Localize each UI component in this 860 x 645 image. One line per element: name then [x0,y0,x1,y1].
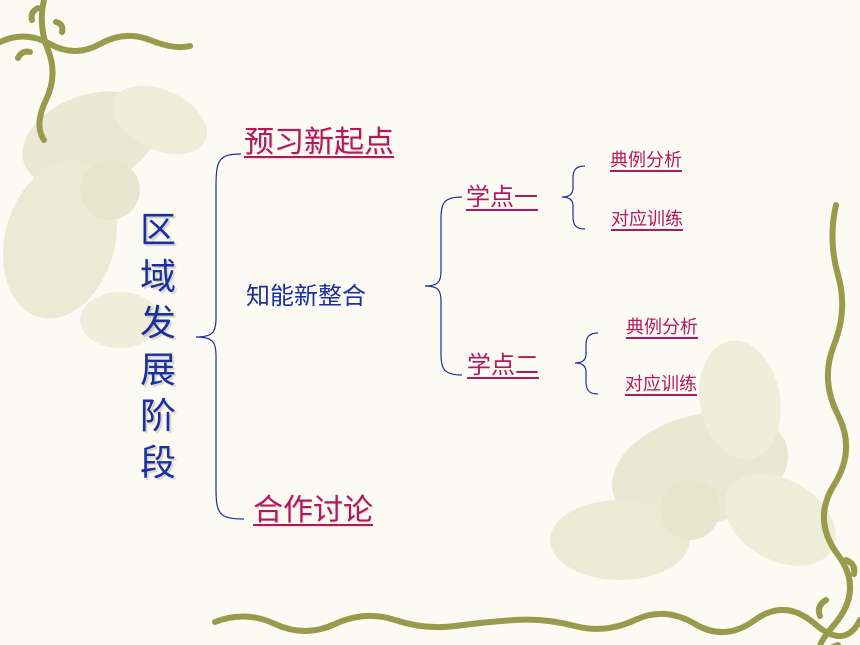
brace-point-two [574,332,599,395]
link-point-one-practice[interactable]: 对应训练 [611,209,683,230]
link-point-one[interactable]: 学点一 [466,183,538,211]
brace-integration [424,196,463,376]
link-point-two-example-analysis[interactable]: 典例分析 [626,317,698,338]
faded-flower-bottom-right [550,340,836,580]
link-preview-starting-point[interactable]: 预习新起点 [244,125,394,160]
link-cooperative-discussion[interactable]: 合作讨论 [253,493,373,528]
brace-point-one [561,165,586,230]
link-point-two-practice[interactable]: 对应训练 [625,374,697,395]
link-point-two[interactable]: 学点二 [467,351,539,379]
section-integration-label: 知能新整合 [246,282,366,310]
faded-flower-top-left [2,85,208,348]
link-point-one-example-analysis[interactable]: 典例分析 [610,150,682,171]
brace-main [195,153,245,520]
slide-title: 区域发展阶段 [139,210,176,484]
